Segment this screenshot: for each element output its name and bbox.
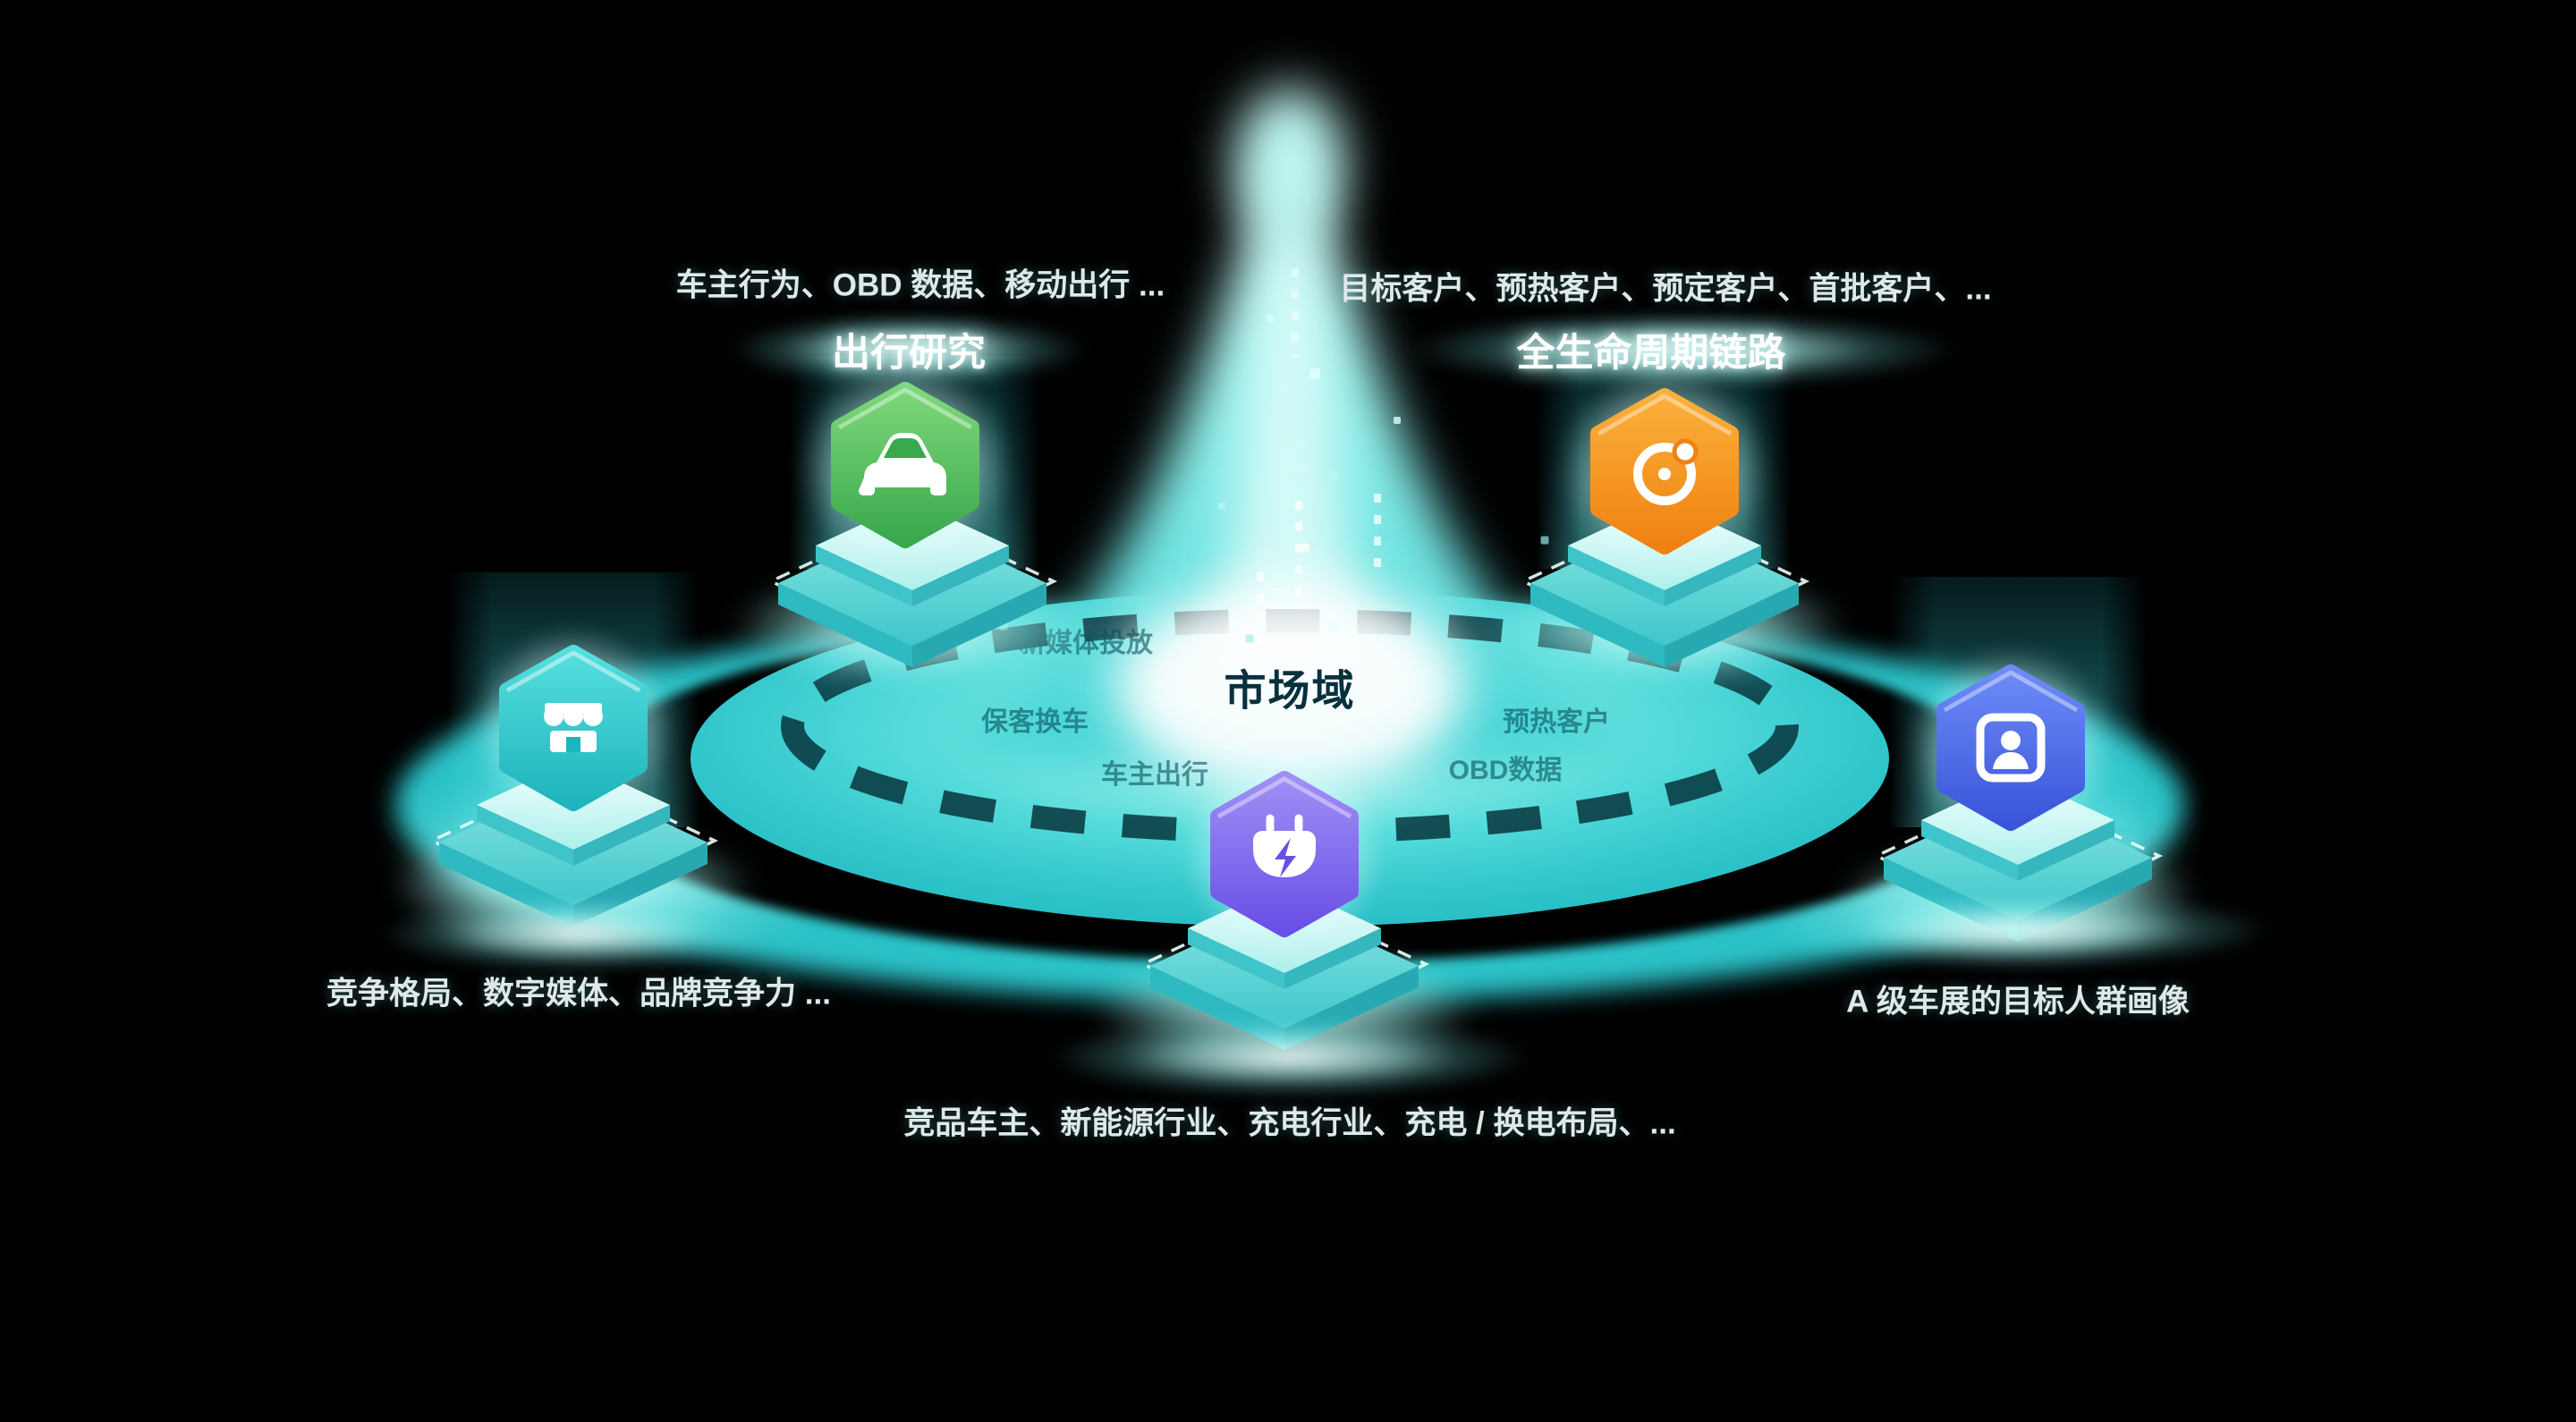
- glow-band: [1771, 893, 2272, 968]
- node-title-lifecycle: 全生命周期链路: [1516, 332, 1786, 375]
- node-caption-competition: 竞争格局、数字媒体、品牌竞争力 ...: [326, 976, 831, 1011]
- node-audience: [1936, 664, 2085, 831]
- glow-band: [730, 314, 1088, 385]
- node-travel-research: [831, 382, 979, 548]
- charging-plug-icon: [1253, 814, 1316, 877]
- node-caption-charging: 竞品车主、新能源行业、充电行业、充电 / 换电布局、...: [903, 1105, 1676, 1141]
- ring-label: 保客换车: [981, 707, 1089, 737]
- node-title-travel: 出行研究: [832, 332, 986, 375]
- storefront-icon: [544, 703, 603, 752]
- node-lifecycle: [1590, 388, 1739, 554]
- node-caption-audience: A 级车展的目标人群画像: [1846, 984, 2190, 1020]
- person-card-icon: [1976, 713, 2046, 783]
- center-label: 市场域: [1224, 666, 1356, 715]
- glow-band: [380, 896, 774, 971]
- node-competition: [499, 645, 648, 811]
- ring-label: OBD数据: [1448, 756, 1563, 785]
- glow-band: [1048, 1017, 1531, 1097]
- car-icon: [859, 433, 946, 495]
- node-charging: [1210, 771, 1359, 937]
- node-caption-lifecycle: 目标客户、预热客户、预定客户、首批客户、...: [1339, 271, 1992, 307]
- ring-label: 预热客户: [1503, 707, 1610, 737]
- node-caption-travel: 车主行为、OBD 数据、移动出行 ...: [675, 267, 1165, 303]
- orbit-icon: [1633, 438, 1699, 505]
- glow-band: [1404, 312, 1959, 387]
